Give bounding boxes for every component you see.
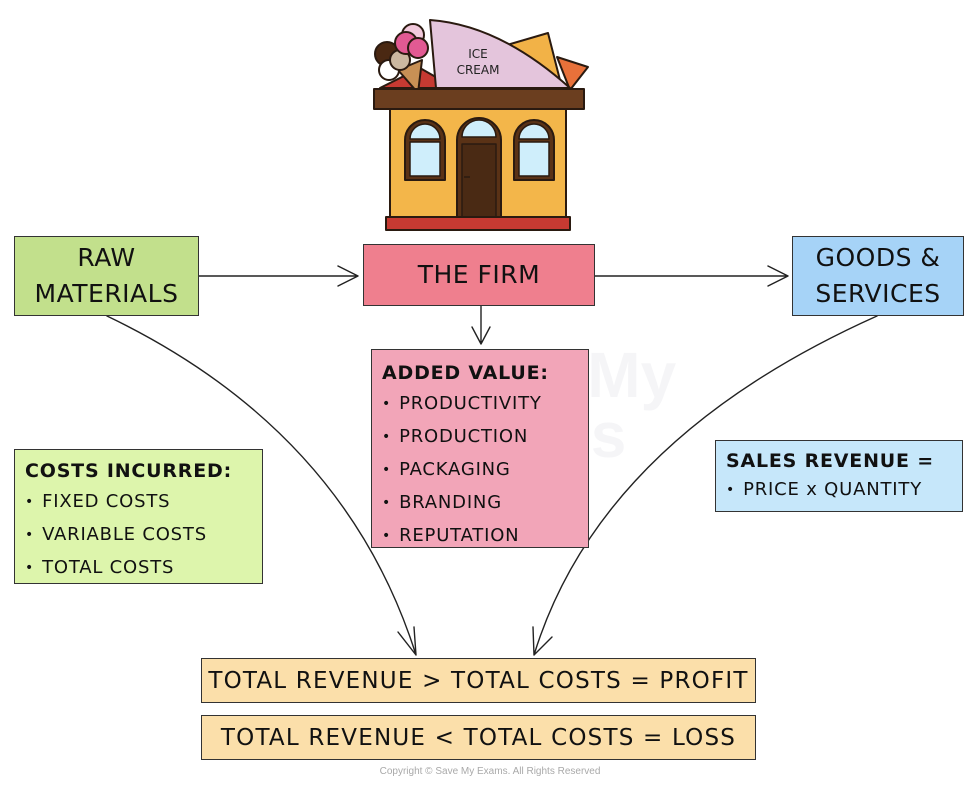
costs-incurred-item: TOTAL COSTS [25,552,252,585]
costs-incurred-item: FIXED COSTS [25,486,252,519]
arrow-firm-to-added-value [471,305,491,345]
goods-services-line1: GOODS & [815,243,941,272]
sales-revenue-node: SALES REVENUE = PRICE x QUANTITY [715,440,963,512]
scoop-pink-2 [407,37,429,59]
loss-formula-node: TOTAL REVENUE < TOTAL COSTS = LOSS [201,715,756,760]
goods-services-node: GOODS & SERVICES [792,236,964,316]
arrow-raw-to-firm [198,265,359,287]
shop-door [456,117,502,218]
costs-incurred-item: VARIABLE COSTS [25,519,252,552]
raw-materials-line2: MATERIALS [34,279,179,308]
sign-flag-red [556,56,589,91]
loss-formula-label: TOTAL REVENUE < TOTAL COSTS = LOSS [220,724,737,751]
sales-revenue-line2: PRICE x QUANTITY [726,476,952,505]
sales-revenue-line1: SALES REVENUE = [726,450,934,472]
profit-formula-label: TOTAL REVENUE > TOTAL COSTS = PROFIT [208,667,749,694]
added-value-item: REPUTATION [382,520,578,553]
arrow-firm-to-goods [593,265,789,287]
costs-incurred-node: COSTS INCURRED: FIXED COSTS VARIABLE COS… [14,449,263,584]
copyright-notice: Copyright © Save My Exams. All Rights Re… [379,766,601,777]
goods-services-line2: SERVICES [815,279,941,308]
the-firm-node: THE FIRM [363,244,595,306]
raw-materials-node: RAW MATERIALS [14,236,199,316]
sign-text-cream: CREAM [457,63,500,77]
profit-formula-node: TOTAL REVENUE > TOTAL COSTS = PROFIT [201,658,756,703]
shop-base [385,216,571,231]
costs-incurred-title: COSTS INCURRED: [25,460,232,482]
arrow-goods-to-profit [532,315,878,656]
raw-materials-line1: RAW [77,243,136,272]
sign-text-ice: ICE [468,47,488,61]
added-value-item: PACKAGING [382,454,578,487]
roof-beam [373,88,585,110]
added-value-title: ADDED VALUE: [382,362,549,384]
added-value-item: PRODUCTIVITY [382,388,578,421]
ice-cream-shop-illustration: ICE CREAM [373,19,589,231]
sign-board [429,19,571,89]
arrow-raw-to-profit [106,315,417,656]
window-left [404,119,446,181]
added-value-item: PRODUCTION [382,421,578,454]
added-value-node: ADDED VALUE: PRODUCTIVITY PRODUCTION PAC… [371,349,589,548]
added-value-item: BRANDING [382,487,578,520]
window-right [513,119,555,181]
the-firm-label: THE FIRM [417,260,541,289]
